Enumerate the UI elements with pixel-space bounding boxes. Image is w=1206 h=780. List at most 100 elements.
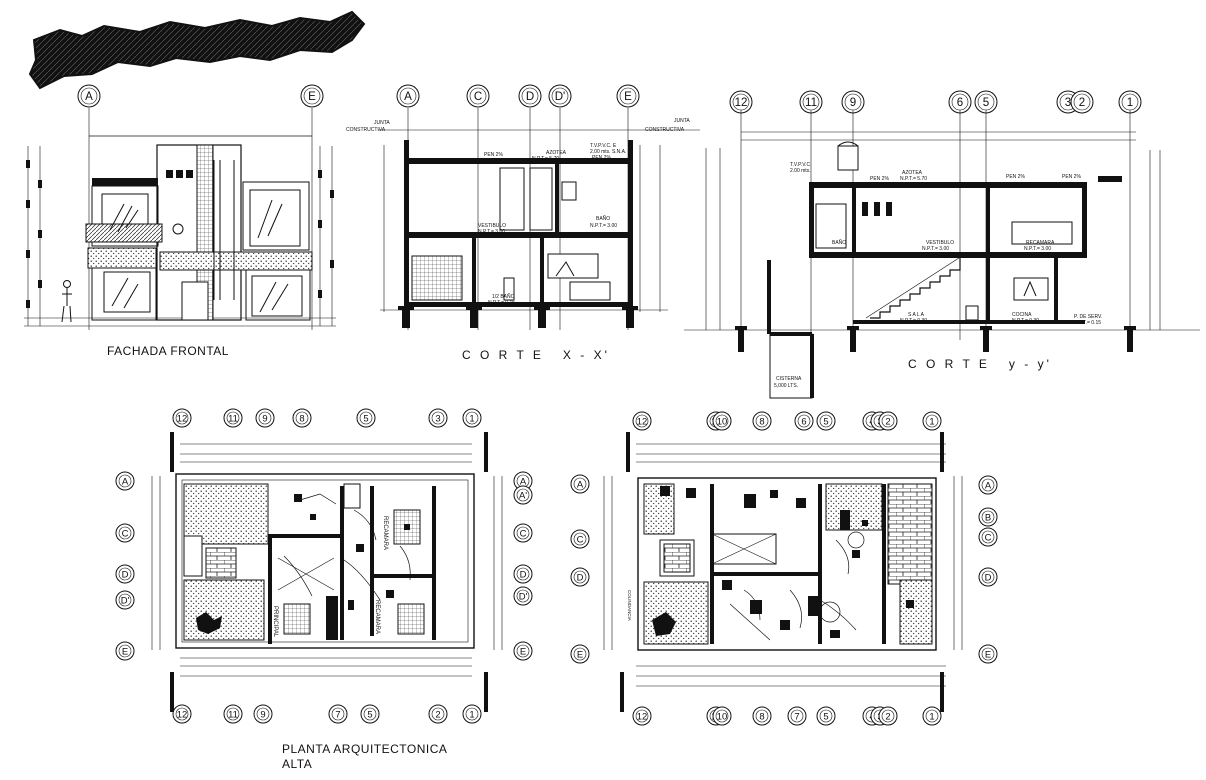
planta-baja-plan: 12111086543211211108754321ACDEABCDE [570,411,998,726]
pa-bottom-bubble-2: 9 [253,704,273,724]
fachada-grid-bubble-0-label: A [85,91,93,103]
corte-x-grid-bubble-3-label: D' [555,91,566,103]
pa-left-bubble-0: A [115,471,135,491]
pb-top-bubble-0-label: 12 [637,416,648,427]
fachada-title: FACHADA FRONTAL [107,344,229,358]
corte-y-grid-bubble-2: 9 [841,90,865,114]
corte-y-tinaco-2: 2.00 mts. [790,168,811,174]
corte-y-grid-bubble-2-label: 9 [850,97,856,109]
corte-x-junta-left-2: CONSTRUCTIVA [346,127,386,133]
corte-y-grid-bubble-0-label: 12 [735,97,748,109]
pb-bottom-bubble-8-label: 2 [885,711,890,722]
pb-left-bubble-1: C [570,529,590,549]
pa-bottom-bubble-1: 11 [223,704,243,724]
planta-title-line-1: PLANTA ARQUITECTONICA [282,742,448,756]
corte-x-bano-up: BAÑO [596,215,610,222]
corte-y-azotea: AZOTEA [902,170,923,176]
corte-x-pen-2: PEN 2% [592,155,611,161]
corte-x-tinaco-2: 2.00 mts. S.N.A. [590,149,626,155]
pb-bottom-bubble-5-label: 5 [823,711,828,722]
pa-top-bubble-0-label: 12 [177,413,188,424]
pb-top-bubble-0: 12 [632,411,652,431]
corte-y-tinaco: T.V.P.V.C. [790,162,812,168]
corte-y-cocina: COCINA [1012,312,1032,318]
corte-x-grid-bubble-3: D' [548,84,572,108]
pa-right-bubble-5: E [513,641,533,661]
corte-y-recamara-npt: N.P.T.= 3.00 [1024,246,1051,252]
corte-x-grid-bubble-0-label: A [404,91,412,103]
pa-top-bubble-5-label: 3 [435,413,440,424]
pa-bottom-bubble-0: 12 [172,704,192,724]
corte-y-cocina-npt: N.P.T.= 0.30 [1012,318,1039,324]
pa-principal: PRINCIPAL [272,606,278,638]
planta-title-line-2: ALTA [282,757,313,771]
pb-right-bubble-2-label: C [985,532,992,543]
pa-right-bubble-0-label: A [520,476,527,487]
pb-right-bubble-2: C [978,527,998,547]
pa-right-bubble-2: C [513,523,533,543]
corte-y-sala-npt: N.P.T.= 0.30 [900,318,927,324]
scribble-logo [28,10,366,90]
corte-x-title: C O R T E X - X' [462,348,610,362]
corte-y-patio-npt: N.P.T.= 0.15 [1074,320,1101,326]
pb-right-bubble-3-label: D [985,572,992,583]
pb-top-bubble-2: 10 [712,411,732,431]
pa-bottom-bubble-1-label: 11 [228,709,238,720]
corte-y-pen-3: PEN 2% [1062,174,1081,180]
pb-right-bubble-0-label: A [985,480,992,491]
pa-top-bubble-4-label: 5 [363,413,368,424]
fachada-grid-bubble-1: E [300,84,324,108]
pb-right-bubble-0: A [978,475,998,495]
pb-bottom-bubble-3: 8 [752,706,772,726]
pb-top-bubble-3: 8 [752,411,772,431]
pb-top-bubble-8-label: 2 [885,416,890,427]
pa-right-bubble-5-label: E [520,646,526,657]
corte-y-grid-bubble-5-label: 3 [1065,97,1071,109]
pa-bottom-bubble-0-label: 12 [177,709,188,720]
pa-bottom-bubble-3-label: 7 [335,709,340,720]
corte-y-grid-bubble-4: 5 [974,90,998,114]
pb-colindancia: COLINDANCIA [627,590,632,621]
pb-bottom-bubble-5: 5 [816,706,836,726]
corte-x-junta-right-2: CONSTRUCTIVA [645,127,685,133]
corte-y-grid-bubble-0: 12 [729,90,753,114]
corte-y-pen-1: PEN 2% [870,176,889,182]
pb-bottom-bubble-4-label: 7 [794,711,799,722]
pb-right-bubble-1: B [978,507,998,527]
corte-x-grid-bubble-4-label: E [624,91,632,103]
corte-y-grid-bubble-1: 11 [799,90,823,114]
corte-x-grid-bubble-1-label: C [474,91,482,103]
pa-right-bubble-2-label: C [520,528,527,539]
corte-y-grid-bubble-7: 1 [1118,90,1142,114]
pb-bottom-bubble-0-label: 12 [637,711,648,722]
pb-left-bubble-3: E [570,644,590,664]
fachada-grid-bubble-0: A [77,84,101,108]
pa-left-bubble-2: D [115,564,135,584]
corte-y-title: C O R T E y - y' [908,357,1052,371]
corte-x-grid-bubble-1: C [466,84,490,108]
pa-right-bubble-4-label: D' [519,591,528,602]
corte-y-grid-bubble-7-label: 1 [1127,97,1133,109]
pa-left-bubble-4-label: E [122,646,128,657]
pa-left-bubble-2-label: D [122,569,129,580]
pb-top-bubble-2-label: 10 [717,416,728,427]
pb-bottom-bubble-2-label: 10 [717,711,728,722]
corte-x-grid-bubble-4: E [616,84,640,108]
pb-right-bubble-4: E [978,644,998,664]
pb-top-bubble-9-label: 1 [929,416,934,427]
pa-recamara-2: RECAMARA [374,600,380,634]
pa-top-bubble-2-label: 9 [262,413,267,424]
pa-top-bubble-4: 5 [356,408,376,428]
pb-top-bubble-3-label: 8 [759,416,764,427]
pb-top-bubble-4: 6 [794,411,814,431]
corte-y-grid-bubble-6-label: 2 [1079,97,1085,109]
corte-y-grid-bubble-1-label: 11 [805,97,817,109]
pb-left-bubble-3-label: E [577,649,583,660]
pa-top-bubble-1: 11 [223,408,243,428]
pa-left-bubble-1-label: C [122,528,129,539]
pb-top-bubble-5: 5 [816,411,836,431]
pb-right-bubble-1-label: B [985,512,991,523]
pb-right-bubble-3: D [978,567,998,587]
